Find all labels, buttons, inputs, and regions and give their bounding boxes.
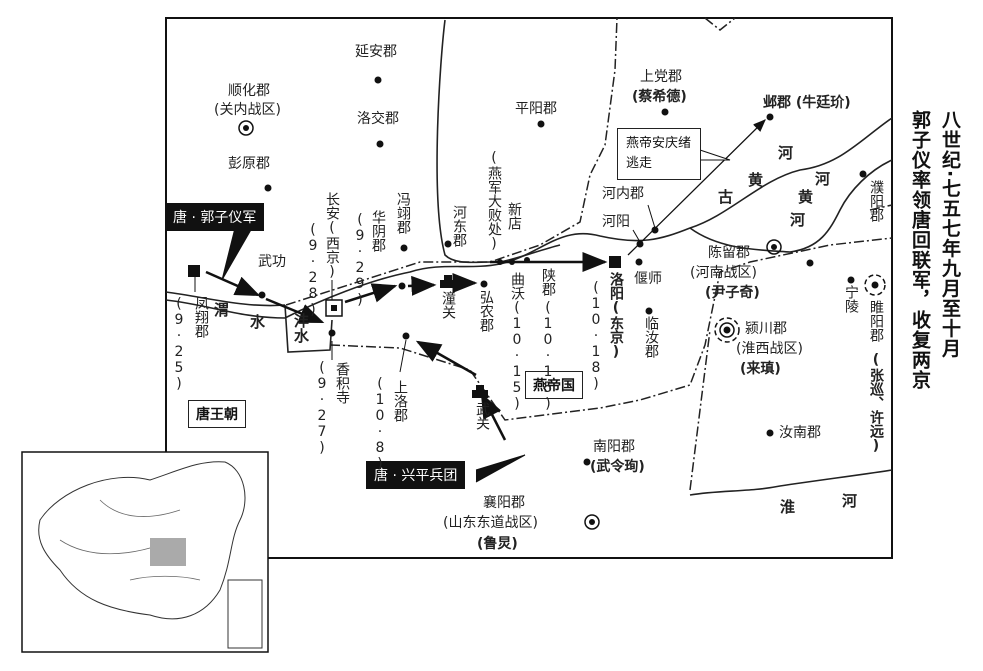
place-shunhua-zone: (关内战区) [214, 102, 281, 118]
place-luojiao: 洛交郡 [357, 111, 399, 127]
tang-dynasty-label: 唐王朝 [188, 400, 246, 428]
place-fengxiang: 凤翔郡 [193, 296, 209, 338]
river-wei-label-2: 水 [250, 313, 266, 331]
place-changan: 长安(西京) [324, 192, 340, 280]
place-chenliu-zone: (河南战区) [690, 265, 757, 281]
map-title-line2: 郭子仪率领唐回联军，收复两京 [909, 110, 931, 390]
luoyang-marker [609, 256, 621, 268]
river-he-label: 河 [778, 144, 794, 162]
river-feng-label: 沣水 [292, 313, 310, 343]
river-he2-label: 河 [815, 170, 831, 188]
campaign-arrows [205, 252, 608, 441]
river-gu-label: 古 [718, 188, 734, 206]
place-nanyang: 南阳郡 [593, 439, 635, 455]
place-fengxiang-date: (9·25) [171, 296, 187, 392]
tongguan-pass-icon [440, 275, 456, 288]
place-linru: 临汝郡 [643, 316, 659, 358]
place-henei: 河内郡 [602, 186, 644, 202]
place-ningling: 宁陵 [843, 285, 859, 313]
place-quwo-date: (10·15) [509, 300, 525, 412]
place-chenliu: 陈留郡 [708, 245, 750, 261]
place-shangdang: 上党郡 [640, 69, 682, 85]
river-wei-label: 渭 [214, 301, 230, 319]
place-suiyang-commanders: (张巡、许远) [868, 352, 884, 454]
place-shunhua: 顺化郡 [228, 83, 270, 99]
yan-empire-label: 燕帝国 [525, 371, 583, 399]
place-runan: 汝南郡 [779, 425, 821, 441]
place-yanshi: 偃师 [634, 271, 662, 287]
place-suiyang: 睢阳郡 [868, 300, 884, 342]
flight-arrow [627, 119, 766, 256]
river-lines [165, 19, 893, 496]
place-hongnong: 弘农郡 [478, 290, 494, 332]
place-shangluo-date: (10·8) [372, 376, 388, 472]
place-shan: 陕郡 [540, 268, 556, 296]
place-tongguan: 潼关 [440, 291, 456, 319]
xingping-army-label: 唐 · 兴平兵团 [366, 461, 466, 489]
place-changan-date: (9·28) [305, 222, 321, 318]
place-luoyang-date: (10·18) [588, 280, 604, 392]
place-xiangyang-zone: (山东东道战区) [443, 515, 538, 531]
place-shangdang-commander: (蔡希德) [632, 89, 687, 105]
place-xiangyang: 襄阳郡 [483, 495, 525, 511]
place-xindian: 新店 [506, 202, 522, 230]
map-frame [165, 17, 893, 559]
guo-ziyi-army-label: 唐 · 郭子仪军 [165, 203, 265, 231]
place-xiangyang-commander: (鲁炅) [477, 536, 518, 552]
river-huang2-label: 黄 [798, 188, 814, 206]
place-yanjun-defeat: (燕军大败处) [486, 150, 502, 252]
place-luoyang: 洛阳(东京) [608, 272, 624, 360]
place-heyang: 河阳 [602, 214, 630, 230]
place-pingyang: 平阳郡 [515, 101, 557, 117]
river-huang-label: 黄 [748, 171, 764, 189]
place-huayin-date: (9·29) [352, 212, 368, 308]
place-pengyuan: 彭原郡 [228, 156, 270, 172]
city-dots [258, 76, 867, 466]
place-yingchuan-zone: (淮西战区) [736, 341, 803, 357]
place-wuguan: 武关 [474, 402, 490, 430]
place-xiangji: 香积寺 [334, 362, 350, 404]
place-yingchuan: 颍川郡 [745, 321, 787, 337]
an-qingxu-flight-callout: 燕帝安庆绪逃走 [617, 128, 701, 180]
place-yingchuan-commander: (来瑱) [740, 361, 781, 377]
river-he3-label: 河 [790, 211, 806, 229]
place-shan-date: (10·15) [540, 300, 556, 412]
zone-hq-icons [238, 120, 886, 530]
place-shangluo: 上洛郡 [392, 380, 408, 422]
map-title-line1: 八世纪·七五七年九月至十月 [939, 110, 961, 359]
river-huai-label: 淮 [780, 498, 796, 516]
place-huayin: 华阴郡 [370, 210, 386, 252]
place-xiangji-date: (9·27) [314, 360, 330, 456]
place-nanyang-commander: (武令珣) [590, 459, 645, 475]
place-puyang: 濮阳郡 [868, 180, 884, 222]
place-hedong: 河东郡 [451, 205, 467, 247]
fengxiang-marker [188, 265, 200, 277]
place-chenliu-commander: (尹子奇) [705, 285, 760, 301]
river-huaihe-label: 河 [842, 492, 858, 510]
place-ye: 邺郡 (牛廷玠) [763, 95, 851, 111]
inset-locator-map [21, 451, 269, 653]
place-yanan: 延安郡 [355, 44, 397, 60]
place-quwo: 曲沃 [509, 272, 525, 300]
place-wugong: 武功 [258, 254, 286, 270]
place-pingyi: 冯翊郡 [395, 192, 411, 234]
wuguan-pass-icon [472, 385, 488, 398]
